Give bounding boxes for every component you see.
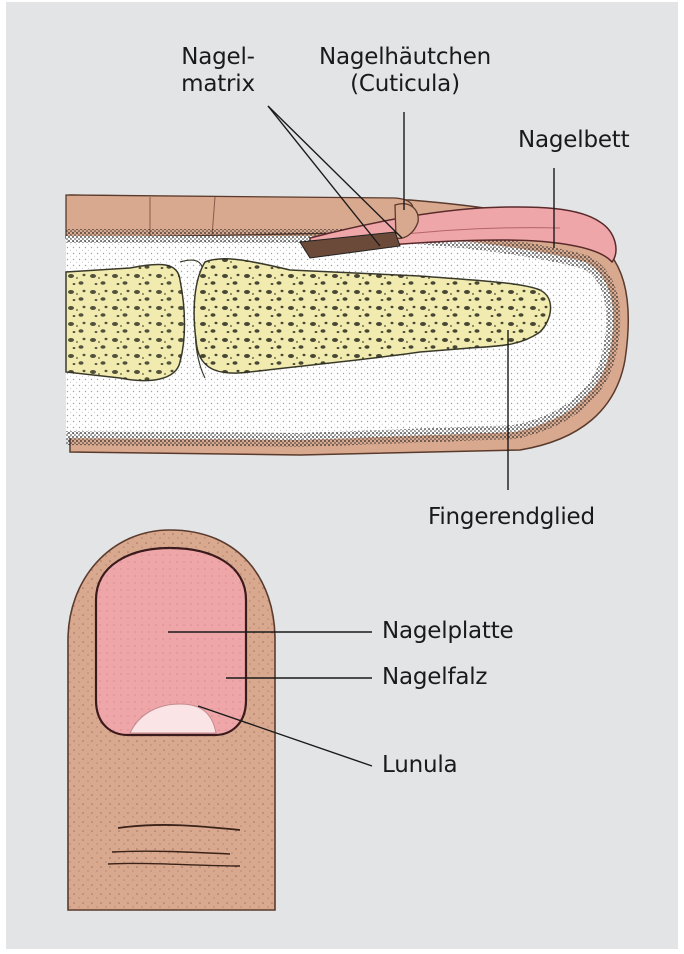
section-view (66, 195, 628, 455)
label-nagelhaeutchen-line2: (Cuticula) (310, 71, 500, 98)
label-lunula: Lunula (382, 752, 457, 779)
label-nagelmatrix: Nagel- matrix (168, 44, 268, 98)
label-nagelhaeutchen: Nagelhäutchen (Cuticula) (310, 44, 500, 98)
label-nagelmatrix-line1: Nagel- (168, 44, 268, 71)
label-nagelbett: Nagelbett (518, 127, 629, 154)
label-nagelmatrix-line2: matrix (168, 71, 268, 98)
label-nagelfalz: Nagelfalz (382, 664, 487, 691)
label-nagelplatte: Nagelplatte (382, 618, 514, 645)
top-view (68, 530, 275, 910)
label-nagelhaeutchen-line1: Nagelhäutchen (310, 44, 500, 71)
label-fingerendglied: Fingerendglied (428, 504, 595, 531)
